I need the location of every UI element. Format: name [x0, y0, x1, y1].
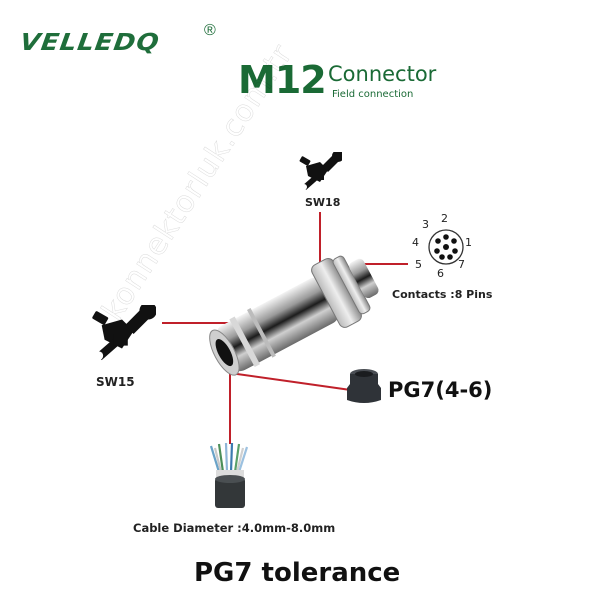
sw18-label: SW18: [305, 196, 341, 209]
product-subtitle: Field connection: [332, 89, 414, 100]
pin-layout-icon: [428, 229, 464, 265]
cable-diameter-label: Cable Diameter :4.0mm-8.0mm: [133, 521, 336, 535]
leader-line-contacts: [362, 263, 408, 265]
pin-number: 4: [412, 236, 419, 249]
pin-number: 2: [441, 212, 448, 225]
footer-title: PG7 tolerance: [194, 558, 401, 588]
leader-line-sw15: [162, 322, 242, 324]
rubber-grommet-icon: [347, 369, 381, 403]
registered-mark: ®: [204, 22, 216, 39]
brand-logo: VELLEDQ: [18, 29, 162, 57]
gland-label: PG7(4-6): [388, 378, 493, 402]
model-title: M12: [238, 58, 327, 102]
pin-number: 1: [465, 236, 472, 249]
contacts-label: Contacts :8 Pins: [392, 288, 493, 301]
wrench-hand-icon: [92, 305, 156, 361]
pin-number: 7: [458, 258, 465, 271]
product-title: Connector: [328, 62, 437, 86]
multicore-cable-icon: [209, 442, 249, 508]
leader-line-sw18: [319, 212, 321, 264]
pin-numbers: 1 2 3 4 5 6 7: [412, 212, 482, 282]
pin-number: 6: [437, 267, 444, 280]
pin-number: 3: [422, 218, 429, 231]
wrench-hand-icon: [299, 152, 342, 190]
leader-line-cable: [229, 372, 231, 444]
sw15-label: SW15: [96, 375, 135, 389]
m12-connector-image: [209, 255, 379, 376]
pin-number: 5: [415, 258, 422, 271]
